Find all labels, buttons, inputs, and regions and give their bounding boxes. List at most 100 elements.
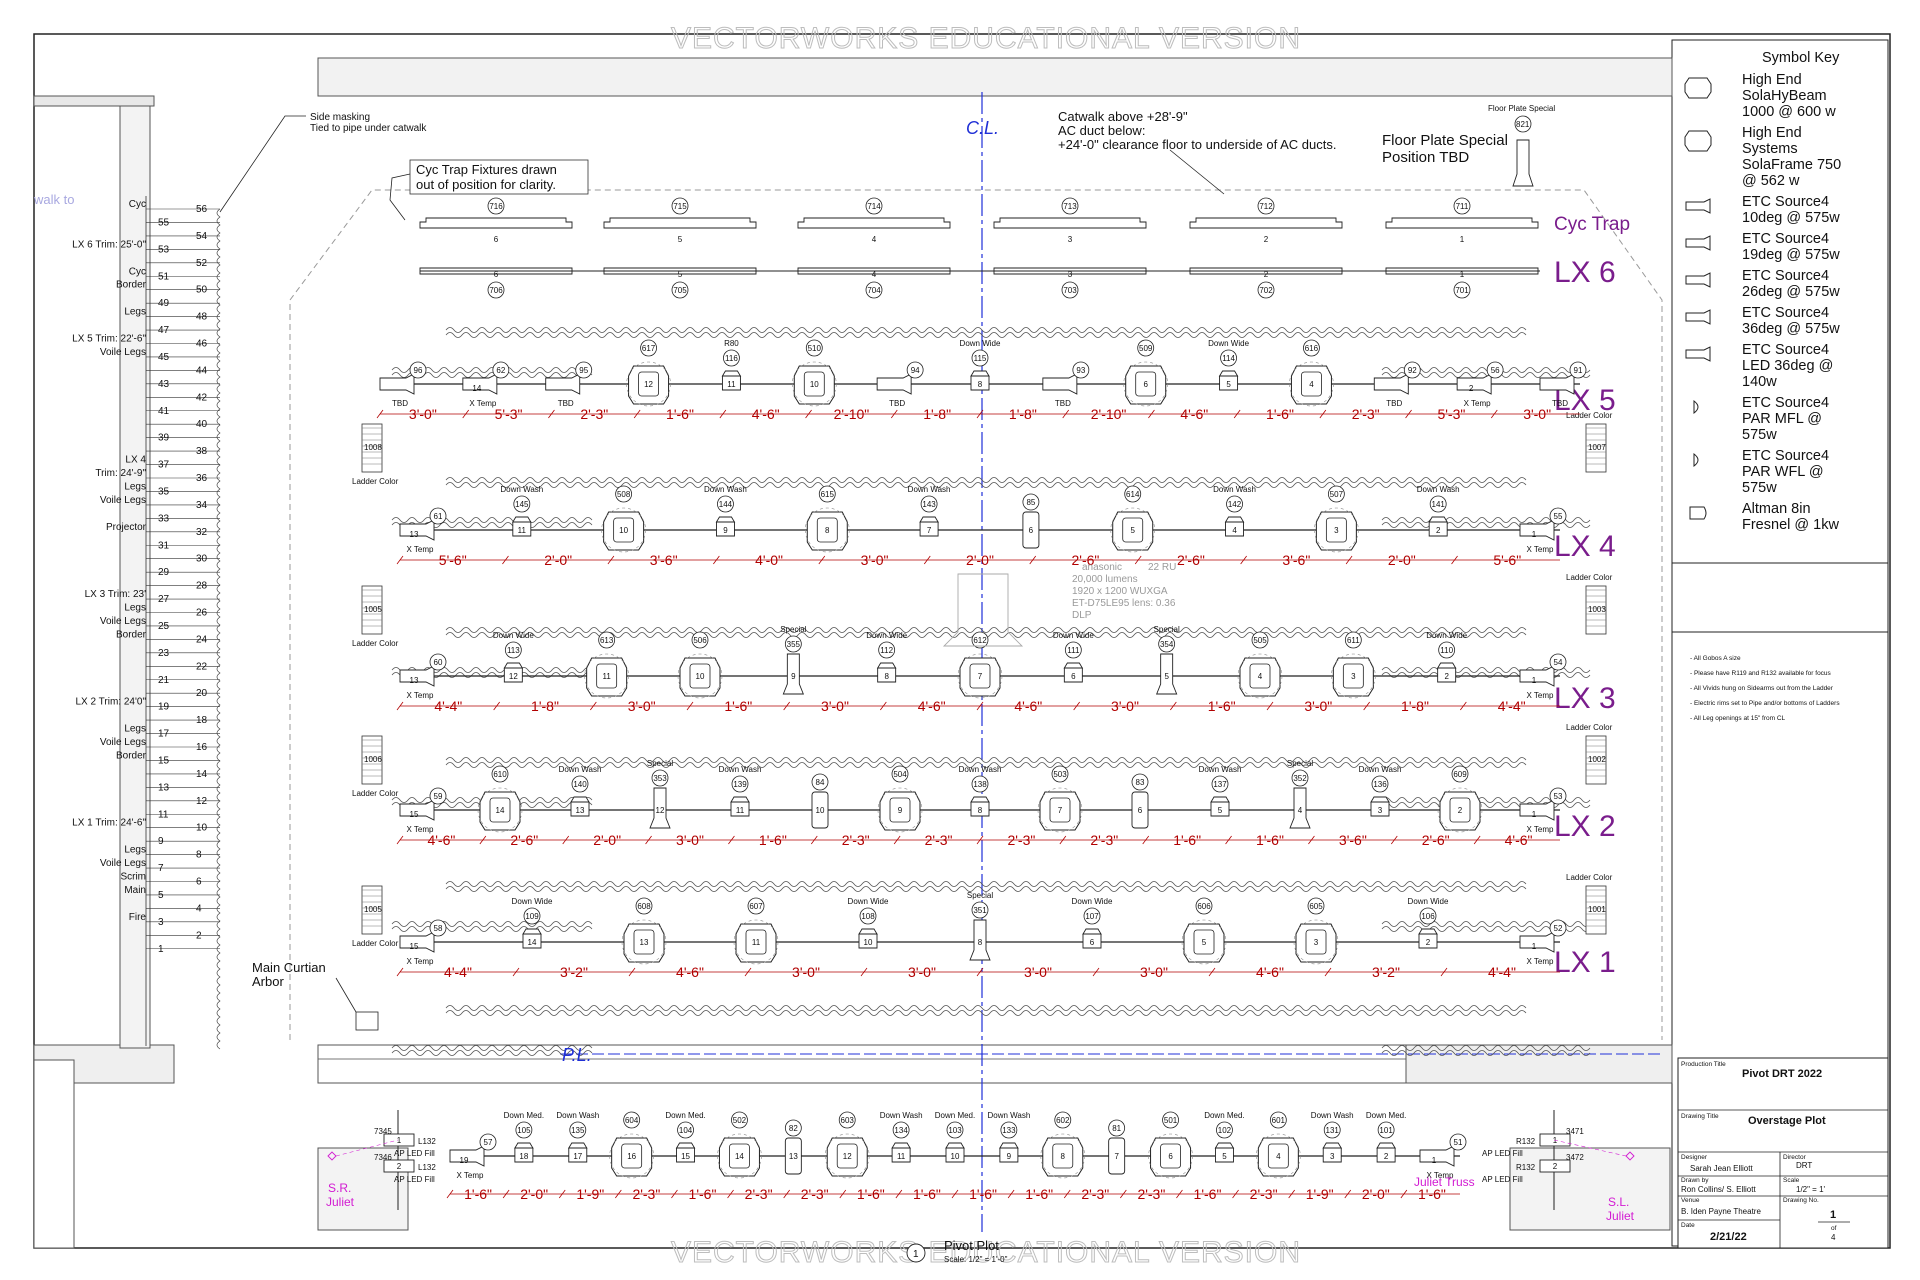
- lx5-unit-116-icon: [721, 370, 742, 391]
- sr-juliet-line-1: S.R.: [328, 1181, 351, 1195]
- fly-unit-135-circle: [569, 1121, 587, 1139]
- lx2-unit-136-label: Down Wash: [1359, 765, 1402, 774]
- lx4-unit-507-yoke: [1325, 517, 1347, 543]
- lx1-unit-58-circle: [429, 919, 447, 937]
- lx4-dim-tick: [396, 555, 404, 565]
- ladder-r: [1585, 885, 1607, 935]
- lx1-unit-58-number: 15: [410, 942, 419, 951]
- lx2-dim-value: 4'-6": [1505, 832, 1533, 848]
- lineset-number: 2: [196, 930, 202, 941]
- cyc-unit-5-circle: [671, 197, 689, 215]
- fly-unit-604-yoke: [621, 1143, 643, 1169]
- lx3-unit-506-yoke: [689, 663, 711, 689]
- lineset-number: 4: [196, 903, 202, 914]
- border-masking-0: [445, 327, 1527, 333]
- fly-unit-134-channel: 134: [894, 1126, 908, 1135]
- lx4-unit-145-icon: [512, 516, 532, 537]
- lx1-unit-106-circle: [1419, 907, 1437, 925]
- lx4-unit-614-circle: [1124, 485, 1142, 503]
- lx1-dim-tick: [1208, 967, 1216, 977]
- lx2-unit-59-circle: [429, 787, 447, 805]
- lx4-unit-508-swing: [601, 507, 646, 553]
- fly-unit-104-circle: [677, 1121, 694, 1139]
- juliet-marker-1: [1625, 1151, 1635, 1161]
- lx6-unit-1-circle: [1453, 281, 1471, 299]
- lx5-unit-509-number: 6: [1143, 380, 1148, 389]
- lx3-unit-113-number: 12: [509, 672, 518, 681]
- lx1-unit-107-circle: [1083, 907, 1101, 925]
- tb-drawn-by-label: Drawn by: [1681, 1177, 1709, 1184]
- lineset-label: Voile Legs: [100, 616, 146, 627]
- lx5-unit-509-yoke: [1135, 371, 1157, 397]
- lx4-unit-143-icon: [919, 516, 939, 537]
- lx5-unit-509-circle: [1137, 339, 1155, 357]
- ladder-unit: 1005: [364, 605, 382, 614]
- lineset-number: 32: [196, 527, 208, 538]
- lx2-unit-59-number: 15: [410, 810, 419, 819]
- lx5-unit-92-label: TBD: [1386, 399, 1402, 408]
- key-item-9-line: Fresnel @ 1kw: [1742, 517, 1839, 533]
- ladder-unit: 1006: [364, 755, 382, 764]
- cyc-trap-note-line-1: Cyc Trap Fixtures drawn: [416, 162, 557, 177]
- lx1-unit-605-channel: 605: [1309, 902, 1323, 911]
- lx2-dim-tick: [976, 835, 984, 845]
- lx3-unit-355-label: Special: [780, 625, 806, 634]
- electric-label: LX 2: [1554, 810, 1616, 843]
- lx5-unit-116-channel: 116: [725, 354, 738, 363]
- catwalk-note-line-1: Catwalk above +28'-9": [1058, 109, 1188, 124]
- lx3-dim-tick: [976, 701, 984, 711]
- border-masking-5: [445, 1005, 1527, 1011]
- fly-unit-604-number: 16: [627, 1152, 636, 1161]
- fly-unit-131-channel: 131: [1326, 1126, 1340, 1135]
- cyc-unit-body: [1189, 217, 1343, 229]
- lx4-dim-value: 4'-0": [755, 552, 783, 568]
- lx1-unit-52-number: 1: [1532, 942, 1537, 951]
- lx3-unit-612-yoke: [969, 663, 991, 689]
- fly-dim-value: 2'-3": [745, 1186, 773, 1202]
- key-item-8-line: 575w: [1742, 480, 1777, 496]
- pivot-plot-scale: Scale: 1/2" = 1'-0": [944, 1255, 1008, 1264]
- fly-dim-value: 2'-0": [1362, 1186, 1390, 1202]
- ladder-unit: 1007: [1588, 443, 1606, 452]
- cyc-unit-6-circle: [487, 197, 505, 215]
- lx3-unit-112-icon: [876, 662, 897, 683]
- lx3-dim-value: 4'-6": [1014, 698, 1042, 714]
- lx2-unit-504-swing: [877, 787, 923, 833]
- ladder-label: Ladder Color: [352, 789, 399, 798]
- projector-line-1: anasonic: [1082, 562, 1122, 573]
- lx6-unit-number: 4: [872, 270, 877, 279]
- lx5-unit-56-channel: 56: [1491, 366, 1500, 375]
- tb-drawing-no-label: Drawing No.: [1783, 1197, 1819, 1204]
- lx2-unit-503-circle: [1051, 765, 1069, 783]
- lx2-unit-84-number: 10: [816, 806, 825, 815]
- fly-dim-tick: [1176, 1189, 1183, 1199]
- lineset-number: 19: [158, 702, 170, 713]
- watermark-top: VECTORWORKS EDUCATIONAL VERSION: [671, 22, 1301, 55]
- lx1-dim-tick: [1092, 967, 1100, 977]
- lx5-unit-92-circle: [1403, 361, 1421, 379]
- lineset-label: Legs: [124, 603, 146, 614]
- tb-drawing-title: Overstage Plot: [1748, 1115, 1826, 1127]
- lx5-unit-114-channel: 114: [1222, 354, 1235, 363]
- lx5-dim-tick: [633, 409, 641, 419]
- tb-drawing-title-label: Drawing Title: [1681, 1113, 1719, 1120]
- lx2-unit-353-circle: [651, 769, 669, 787]
- lx2-unit-137-channel: 137: [1213, 780, 1227, 789]
- lx2-unit-136-number: 3: [1378, 806, 1383, 815]
- lx5-unit-115-channel: 115: [974, 354, 987, 363]
- lx5-dim-value: 4'-6": [1180, 406, 1208, 422]
- lx4-unit-144-channel: 144: [719, 500, 733, 509]
- main-curtain-line-2: Arbor: [252, 974, 284, 989]
- lx5-unit-93-label: TBD: [1055, 399, 1071, 408]
- key-item-7-line: 575w: [1742, 427, 1777, 443]
- cyc-unit-number: 4: [872, 235, 877, 244]
- lx1-unit-606-number: 5: [1202, 938, 1207, 947]
- lineset-label: Cyc: [129, 199, 146, 210]
- lx2-unit-503-yoke: [1049, 797, 1071, 823]
- lx5-unit-510-swing: [791, 361, 837, 407]
- lx3-unit-110-circle: [1438, 641, 1456, 659]
- lx6-unit-5-channel: 705: [673, 286, 687, 295]
- lx2-unit-136-icon: [1370, 796, 1390, 817]
- lx1-dim-tick: [976, 967, 984, 977]
- lineset-label: LX 3 Trim: 23': [85, 589, 146, 600]
